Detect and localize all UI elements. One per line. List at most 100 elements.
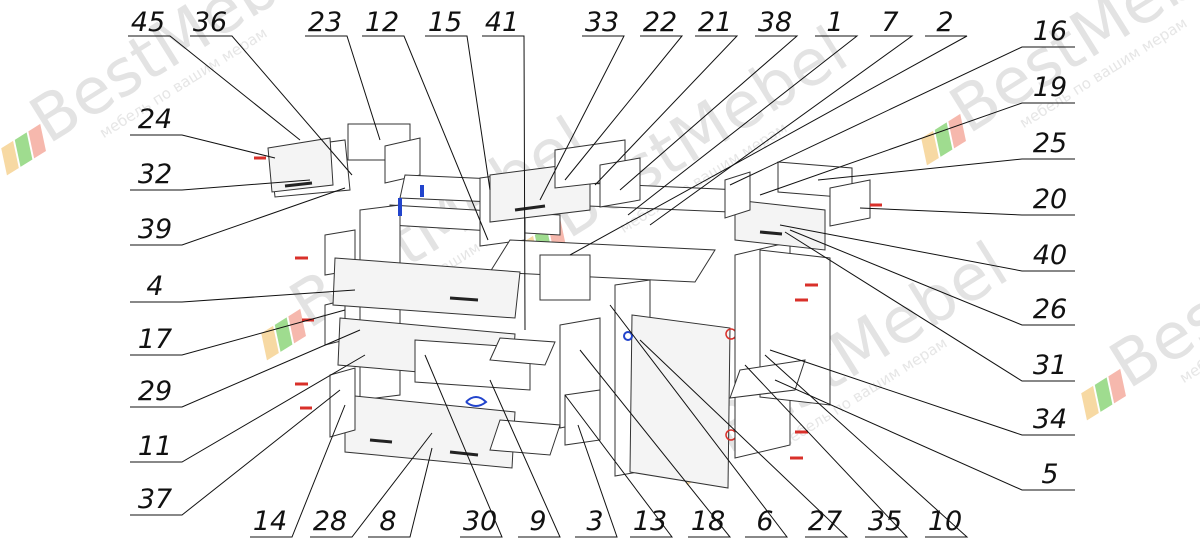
callout-number: 22 <box>643 7 677 38</box>
callout-36: 36 <box>190 7 353 176</box>
callout-20: 20 <box>859 184 1075 216</box>
leader-line <box>609 304 789 538</box>
callout-number: 38 <box>758 7 792 38</box>
callout-number: 36 <box>193 7 227 38</box>
leader-line <box>569 35 968 256</box>
callout-3: 3 <box>575 424 618 538</box>
callout-number: 12 <box>365 7 399 38</box>
callout-number: 18 <box>691 506 725 537</box>
leader-line <box>779 224 1075 272</box>
callout-9: 9 <box>489 379 561 538</box>
callout-32: 32 <box>130 159 311 191</box>
leaf-icon <box>1081 385 1099 421</box>
leader-line <box>619 35 799 191</box>
callout-10: 10 <box>764 354 969 538</box>
callout-25: 25 <box>817 128 1075 181</box>
callout-number: 31 <box>1033 350 1067 381</box>
callout-number: 5 <box>1041 459 1058 490</box>
leader-line <box>627 35 859 216</box>
callout-26: 26 <box>789 229 1075 326</box>
leader-line <box>130 187 346 246</box>
callout-number: 4 <box>146 271 163 302</box>
leader-line <box>789 229 1075 326</box>
leader-line <box>310 432 433 538</box>
leader-line <box>774 379 1075 491</box>
callout-number: 30 <box>463 506 497 537</box>
leader-line <box>744 364 909 538</box>
leaf-icon <box>14 132 33 167</box>
callout-7: 7 <box>649 7 914 226</box>
leader-line <box>305 35 381 141</box>
callout-number: 25 <box>1033 128 1067 159</box>
leader-line <box>362 35 489 241</box>
callout-number: 17 <box>138 324 172 355</box>
leader-line <box>130 389 341 516</box>
leader-line <box>729 46 1075 186</box>
callout-4: 4 <box>130 271 356 303</box>
leader-line <box>594 35 739 186</box>
callout-number: 39 <box>138 214 172 245</box>
leaf-icon <box>28 123 46 159</box>
callout-12: 12 <box>362 7 489 241</box>
callout-number: 1 <box>826 7 843 38</box>
callout-2: 2 <box>569 7 968 256</box>
leaf-icon <box>288 308 306 344</box>
leader-line <box>769 349 1075 436</box>
callout-35: 35 <box>744 364 909 538</box>
callout-37: 37 <box>130 389 341 516</box>
callout-38: 38 <box>619 7 799 191</box>
callout-number: 20 <box>1033 184 1067 215</box>
callout-45: 45 <box>128 7 301 141</box>
callout-number: 32 <box>138 159 172 190</box>
callout-14: 14 <box>250 404 346 538</box>
callout-number: 40 <box>1033 240 1067 271</box>
leader-line <box>575 424 618 538</box>
callout-17: 17 <box>130 309 346 356</box>
callout-number: 34 <box>1033 404 1067 435</box>
callout-19: 19 <box>759 72 1075 196</box>
leader-line <box>649 35 914 226</box>
leader-line <box>482 35 526 331</box>
callout-number: 35 <box>868 506 902 537</box>
callout-number: 37 <box>138 484 172 515</box>
callout-number: 9 <box>529 506 546 537</box>
callout-24: 24 <box>130 104 276 159</box>
leader-line <box>859 207 1075 216</box>
leaf-icon <box>1 140 19 176</box>
callout-number: 3 <box>586 506 603 537</box>
callout-number: 26 <box>1033 294 1067 325</box>
callout-41: 41 <box>482 7 526 331</box>
leader-line <box>424 354 503 538</box>
callout-15: 15 <box>425 7 491 191</box>
leaf-icon <box>1108 368 1126 404</box>
leaf-icon <box>921 130 939 166</box>
callout-number: 23 <box>308 7 342 38</box>
leader-line <box>128 35 301 141</box>
callout-number: 13 <box>633 506 667 537</box>
leaf-icon <box>261 325 279 361</box>
watermark-brand: BestMebel <box>938 0 1200 148</box>
leader-line <box>190 35 353 176</box>
callout-13: 13 <box>564 394 674 538</box>
leaf-icon <box>934 122 953 157</box>
callout-number: 27 <box>808 506 842 537</box>
leader-line <box>564 394 674 538</box>
callout-22: 22 <box>564 7 684 181</box>
callout-number: 10 <box>928 506 962 537</box>
callout-number: 45 <box>131 7 165 38</box>
leader-line <box>130 289 356 303</box>
callout-number: 33 <box>585 7 619 38</box>
leader-line <box>425 35 491 191</box>
callout-number: 41 <box>485 7 519 38</box>
callout-number: 16 <box>1033 16 1067 47</box>
leader-line <box>639 339 849 538</box>
callout-30: 30 <box>424 354 503 538</box>
callout-number: 14 <box>253 506 287 537</box>
callout-11: 11 <box>130 354 366 463</box>
callout-29: 29 <box>130 329 361 408</box>
leader-line <box>564 35 684 181</box>
leader-line <box>784 231 1075 382</box>
leader-line <box>130 354 366 463</box>
